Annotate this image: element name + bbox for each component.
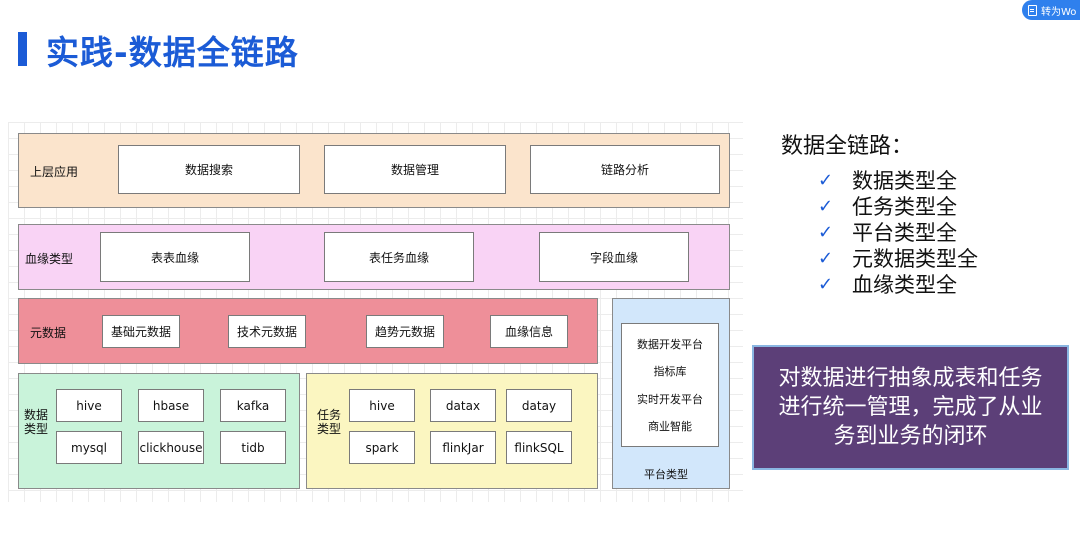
metadata-layer-label: 元数据 (30, 326, 67, 340)
summary-checklist: ✓数据类型全 ✓任务类型全 ✓平台类型全 ✓元数据类型全 ✓血缘类型全 (818, 168, 978, 298)
title-accent-bar (18, 32, 27, 66)
platform-item-bi: 商业智能 (648, 420, 692, 434)
check-icon: ✓ (818, 196, 834, 217)
task-type-flinkjar: flinkJar (430, 431, 496, 464)
check-icon: ✓ (818, 170, 834, 191)
summary-item: ✓平台类型全 (818, 221, 957, 245)
app-layer-label: 上层应用 (30, 165, 79, 179)
lineage-item-field: 字段血缘 (539, 232, 689, 282)
summary-item: ✓数据类型全 (818, 169, 957, 193)
summary-note: 对数据进行抽象成表和任务进行统一管理，完成了从业务到业务的闭环 (752, 345, 1069, 470)
summary-title: 数据全链路： (781, 134, 914, 159)
data-type-hive: hive (56, 389, 122, 422)
platform-item-data-dev: 数据开发平台 (637, 337, 703, 351)
app-item-data-management: 数据管理 (324, 145, 506, 194)
data-type-mysql: mysql (56, 431, 122, 464)
data-type-layer-label: 数据 类型 (24, 408, 49, 436)
lineage-item-table-task: 表任务血缘 (324, 232, 474, 282)
data-type-tidb: tidb (220, 431, 286, 464)
task-type-datay: datay (506, 389, 572, 422)
lineage-layer-label: 血缘类型 (25, 252, 74, 266)
check-icon: ✓ (818, 274, 834, 295)
meta-item-technical: 技术元数据 (228, 315, 306, 348)
task-type-spark: spark (349, 431, 415, 464)
task-type-layer-label: 任务 类型 (317, 408, 342, 436)
task-type-datax: datax (430, 389, 496, 422)
app-item-link-analysis: 链路分析 (530, 145, 720, 194)
data-type-hbase: hbase (138, 389, 204, 422)
lineage-item-table-table: 表表血缘 (100, 232, 250, 282)
meta-item-trend: 趋势元数据 (366, 315, 444, 348)
data-type-kafka: kafka (220, 389, 286, 422)
check-icon: ✓ (818, 222, 834, 243)
summary-item: ✓任务类型全 (818, 195, 957, 219)
summary-item: ✓元数据类型全 (818, 247, 978, 271)
meta-item-lineage-info: 血缘信息 (490, 315, 568, 348)
convert-button-label: 转为Wo (1041, 6, 1077, 18)
convert-to-word-button[interactable]: 转为Wo (1022, 0, 1080, 20)
page-title: 实践-数据全链路 (46, 33, 299, 72)
data-type-clickhouse: clickhouse (138, 431, 204, 464)
app-item-data-search: 数据搜索 (118, 145, 300, 194)
platform-item-metrics: 指标库 (653, 365, 687, 379)
platform-layer-label: 平台类型 (644, 468, 688, 481)
platform-item-realtime-dev: 实时开发平台 (637, 392, 703, 406)
document-icon (1028, 4, 1037, 16)
meta-item-basic: 基础元数据 (102, 315, 180, 348)
check-icon: ✓ (818, 248, 834, 269)
summary-item: ✓血缘类型全 (818, 273, 957, 297)
platform-list: 数据开发平台 指标库 实时开发平台 商业智能 (621, 323, 719, 447)
task-type-flinksql: flinkSQL (506, 431, 572, 464)
task-type-hive: hive (349, 389, 415, 422)
